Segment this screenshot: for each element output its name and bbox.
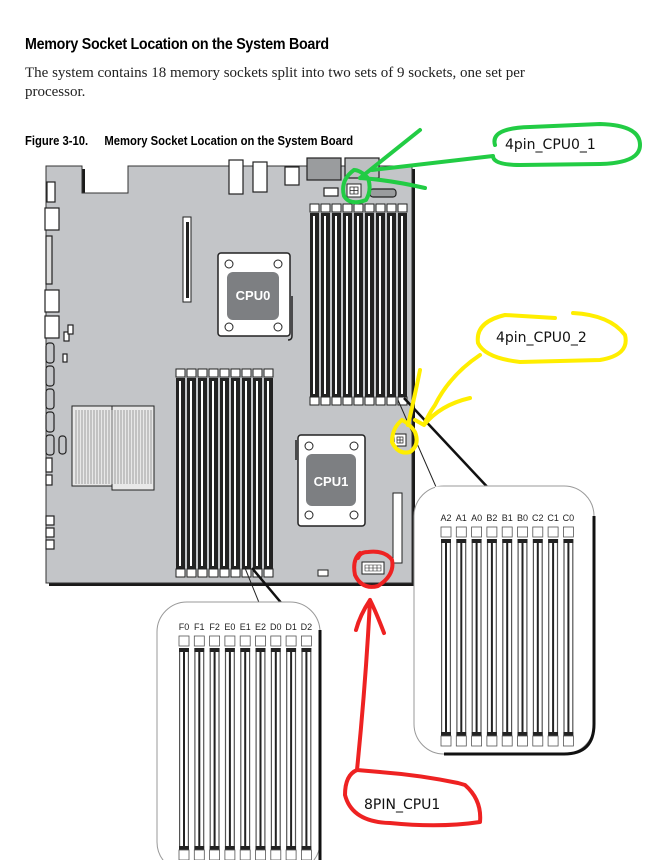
cpu0-dimm-slot xyxy=(342,203,353,406)
section-title: Memory Socket Location on the System Boa… xyxy=(25,36,329,53)
cpu1-socket xyxy=(239,635,251,860)
annotation-8pin-cpu1 xyxy=(343,549,483,828)
cpu1-socket-label: E0 xyxy=(224,622,235,632)
4pin-cpu0-1-connector xyxy=(346,183,362,198)
cpu1-socket xyxy=(285,635,297,860)
cpu1-socket-label: E2 xyxy=(255,622,266,632)
cpu1-dimm-slot xyxy=(208,368,219,578)
4pin-cpu0-2-connector xyxy=(393,433,407,447)
cpu0-dimm-slot xyxy=(309,203,320,406)
cpu0-dimm-slot xyxy=(364,203,375,406)
cpu1-socket-label: D1 xyxy=(285,622,297,632)
cpu1-dimm-slot xyxy=(186,368,197,578)
cpu1-socket-label: F1 xyxy=(194,622,205,632)
cpu1-dimm-slot xyxy=(197,368,208,578)
cpu0-socket-label: B1 xyxy=(502,513,513,523)
cpu1-socket xyxy=(270,635,282,860)
cpu0-socket-label: A0 xyxy=(471,513,482,523)
annotation-label-8pin-cpu1: 8PIN_CPU1 xyxy=(364,797,441,813)
cpu1-socket xyxy=(209,635,221,860)
annotation-4pin-cpu0-1 xyxy=(341,122,642,205)
cpu0-dimm-slot xyxy=(375,203,386,406)
cpu0-dimm-slot xyxy=(386,203,397,406)
cpu1-socket xyxy=(224,635,236,860)
cpu0-socket xyxy=(455,526,467,747)
cpu1-socket-label: E1 xyxy=(240,622,251,632)
cpu1-dimm-slot xyxy=(241,368,252,578)
cpu1-socket-label: D0 xyxy=(270,622,282,632)
cpu0-socket xyxy=(501,526,513,747)
cpu1-socket-label: F2 xyxy=(209,622,220,632)
misc-connectors xyxy=(317,492,403,577)
annotation-4pin-cpu0-2 xyxy=(390,311,628,455)
figure-caption: Figure 3-10. Memory Socket Location on th… xyxy=(25,134,353,148)
body-paragraph: The system contains 18 memory sockets sp… xyxy=(25,65,525,100)
cpu0-socket xyxy=(440,526,452,747)
cpu1-socket xyxy=(300,635,312,860)
cpu1-socket-label: D2 xyxy=(301,622,313,632)
cpu0-socket-label: A2 xyxy=(440,513,451,523)
cpu0-dimm-slot xyxy=(353,203,364,406)
cpu1-socket-label: F0 xyxy=(179,622,190,632)
cpu1-socket xyxy=(255,635,266,860)
8pin-cpu1-connector xyxy=(361,561,385,575)
cpu0-socket: CPU0 xyxy=(217,252,293,341)
pcie-slot xyxy=(182,216,192,303)
cpu0-dimm-bank xyxy=(309,203,408,406)
cpu1-label: CPU1 xyxy=(314,474,349,489)
cpu1-dimm-slot xyxy=(175,368,186,578)
left-edge-headers xyxy=(44,181,74,550)
cpu1-dimm-slot xyxy=(252,368,263,578)
cpu1-dimm-slot xyxy=(219,368,230,578)
cpu0-socket xyxy=(471,526,483,747)
cpu0-socket-label: B2 xyxy=(486,513,497,523)
figure-number: Figure 3-10. xyxy=(25,134,89,148)
cpu0-label: CPU0 xyxy=(236,288,271,303)
cpu0-socket-label: C2 xyxy=(532,513,544,523)
cpu0-dimm-slot xyxy=(331,203,342,406)
cpu1-dimm-callout xyxy=(156,567,322,860)
cpu1-dimm-bank xyxy=(175,368,274,578)
cpu0-socket-label: C1 xyxy=(547,513,559,523)
cpu1-socket xyxy=(178,635,190,860)
cpu0-dimm-slot xyxy=(320,203,331,406)
heatsink-block xyxy=(71,405,155,491)
rear-io-connectors xyxy=(228,157,397,198)
cpu1-dimm-slot xyxy=(263,368,274,578)
cpu0-socket xyxy=(532,526,544,747)
annotation-label-4pin-cpu0-2: 4pin_CPU0_2 xyxy=(496,330,587,346)
cpu0-socket xyxy=(486,526,498,747)
cpu0-socket-label: B0 xyxy=(517,513,528,523)
cpu0-socket-label: C0 xyxy=(563,513,575,523)
cpu0-dimm-slot xyxy=(397,203,408,406)
cpu0-socket-label: A1 xyxy=(456,513,467,523)
cpu1-socket: CPU1 xyxy=(295,434,366,527)
annotation-label-4pin-cpu0-1: 4pin_CPU0_1 xyxy=(505,137,596,153)
cpu0-socket xyxy=(547,526,559,747)
cpu0-socket xyxy=(563,526,574,747)
figure-title: Memory Socket Location on the System Boa… xyxy=(104,134,354,148)
cpu0-socket xyxy=(517,526,528,747)
cpu1-dimm-slot xyxy=(230,368,241,578)
cpu1-socket xyxy=(193,635,205,860)
